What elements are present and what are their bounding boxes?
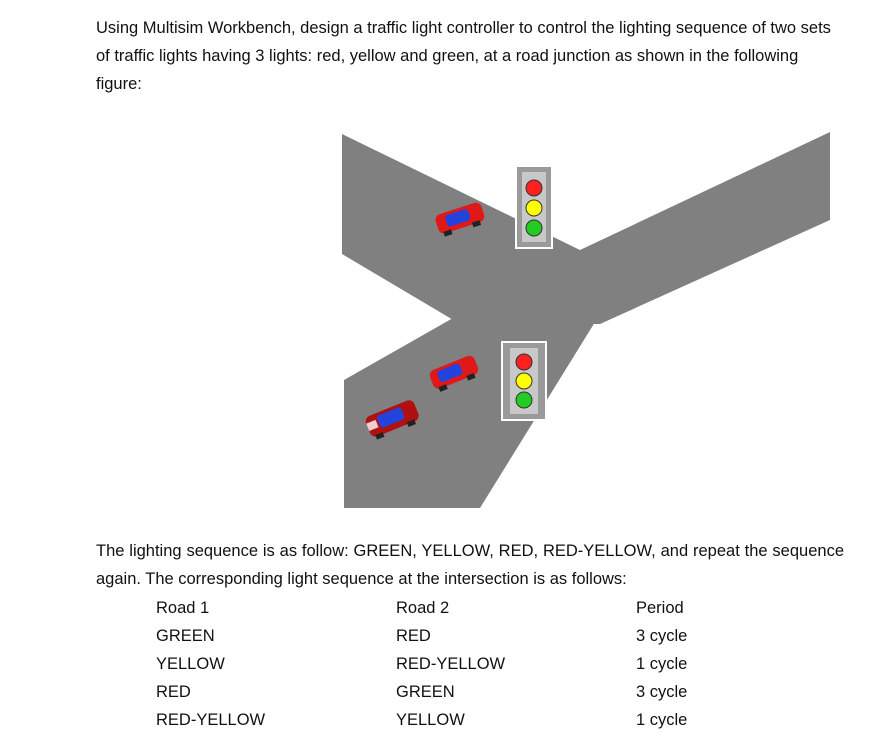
table-row: GREEN RED 3 cycle	[156, 622, 756, 650]
light-sequence-table: Road 1 Road 2 Period GREEN RED 3 cycle Y…	[156, 594, 756, 734]
sequence-paragraph: The lighting sequence is as follow: GREE…	[96, 542, 844, 588]
road-2-cell: RED-YELLOW	[396, 654, 506, 673]
road-2-cell: GREEN	[396, 682, 455, 701]
period-cell: 3 cycle	[636, 626, 688, 645]
road-1-cell: RED	[156, 682, 191, 701]
road-2-cell: YELLOW	[396, 710, 465, 729]
header-period: Period	[636, 598, 684, 617]
road-upper-branch	[342, 132, 830, 324]
road-1-cell: YELLOW	[156, 654, 225, 673]
road-junction-figure	[342, 132, 830, 508]
car-icon	[365, 400, 419, 440]
header-road-2: Road 2	[396, 598, 450, 617]
road-1-cell: RED-YELLOW	[156, 710, 266, 729]
green-light-icon	[515, 391, 533, 409]
period-cell: 1 cycle	[636, 710, 688, 729]
red-light-icon	[515, 353, 533, 371]
car-icon	[429, 355, 479, 392]
road-1-cell: GREEN	[156, 626, 215, 645]
car-icon	[435, 202, 485, 237]
period-cell: 1 cycle	[636, 654, 688, 673]
yellow-light-icon	[515, 372, 533, 390]
table-row: RED-YELLOW YELLOW 1 cycle	[156, 706, 756, 734]
red-light-icon	[525, 179, 543, 197]
traffic-light-lower	[501, 341, 547, 421]
traffic-light-upper	[515, 165, 553, 249]
period-cell: 3 cycle	[636, 682, 688, 701]
table-row: YELLOW RED-YELLOW 1 cycle	[156, 650, 756, 678]
yellow-light-icon	[525, 199, 543, 217]
intro-paragraph: Using Multisim Workbench, design a traff…	[96, 19, 831, 93]
table-header-row: Road 1 Road 2 Period	[156, 594, 756, 622]
road-2-cell: RED	[396, 626, 431, 645]
header-road-1: Road 1	[156, 598, 210, 617]
green-light-icon	[525, 219, 543, 237]
table-row: RED GREEN 3 cycle	[156, 678, 756, 706]
